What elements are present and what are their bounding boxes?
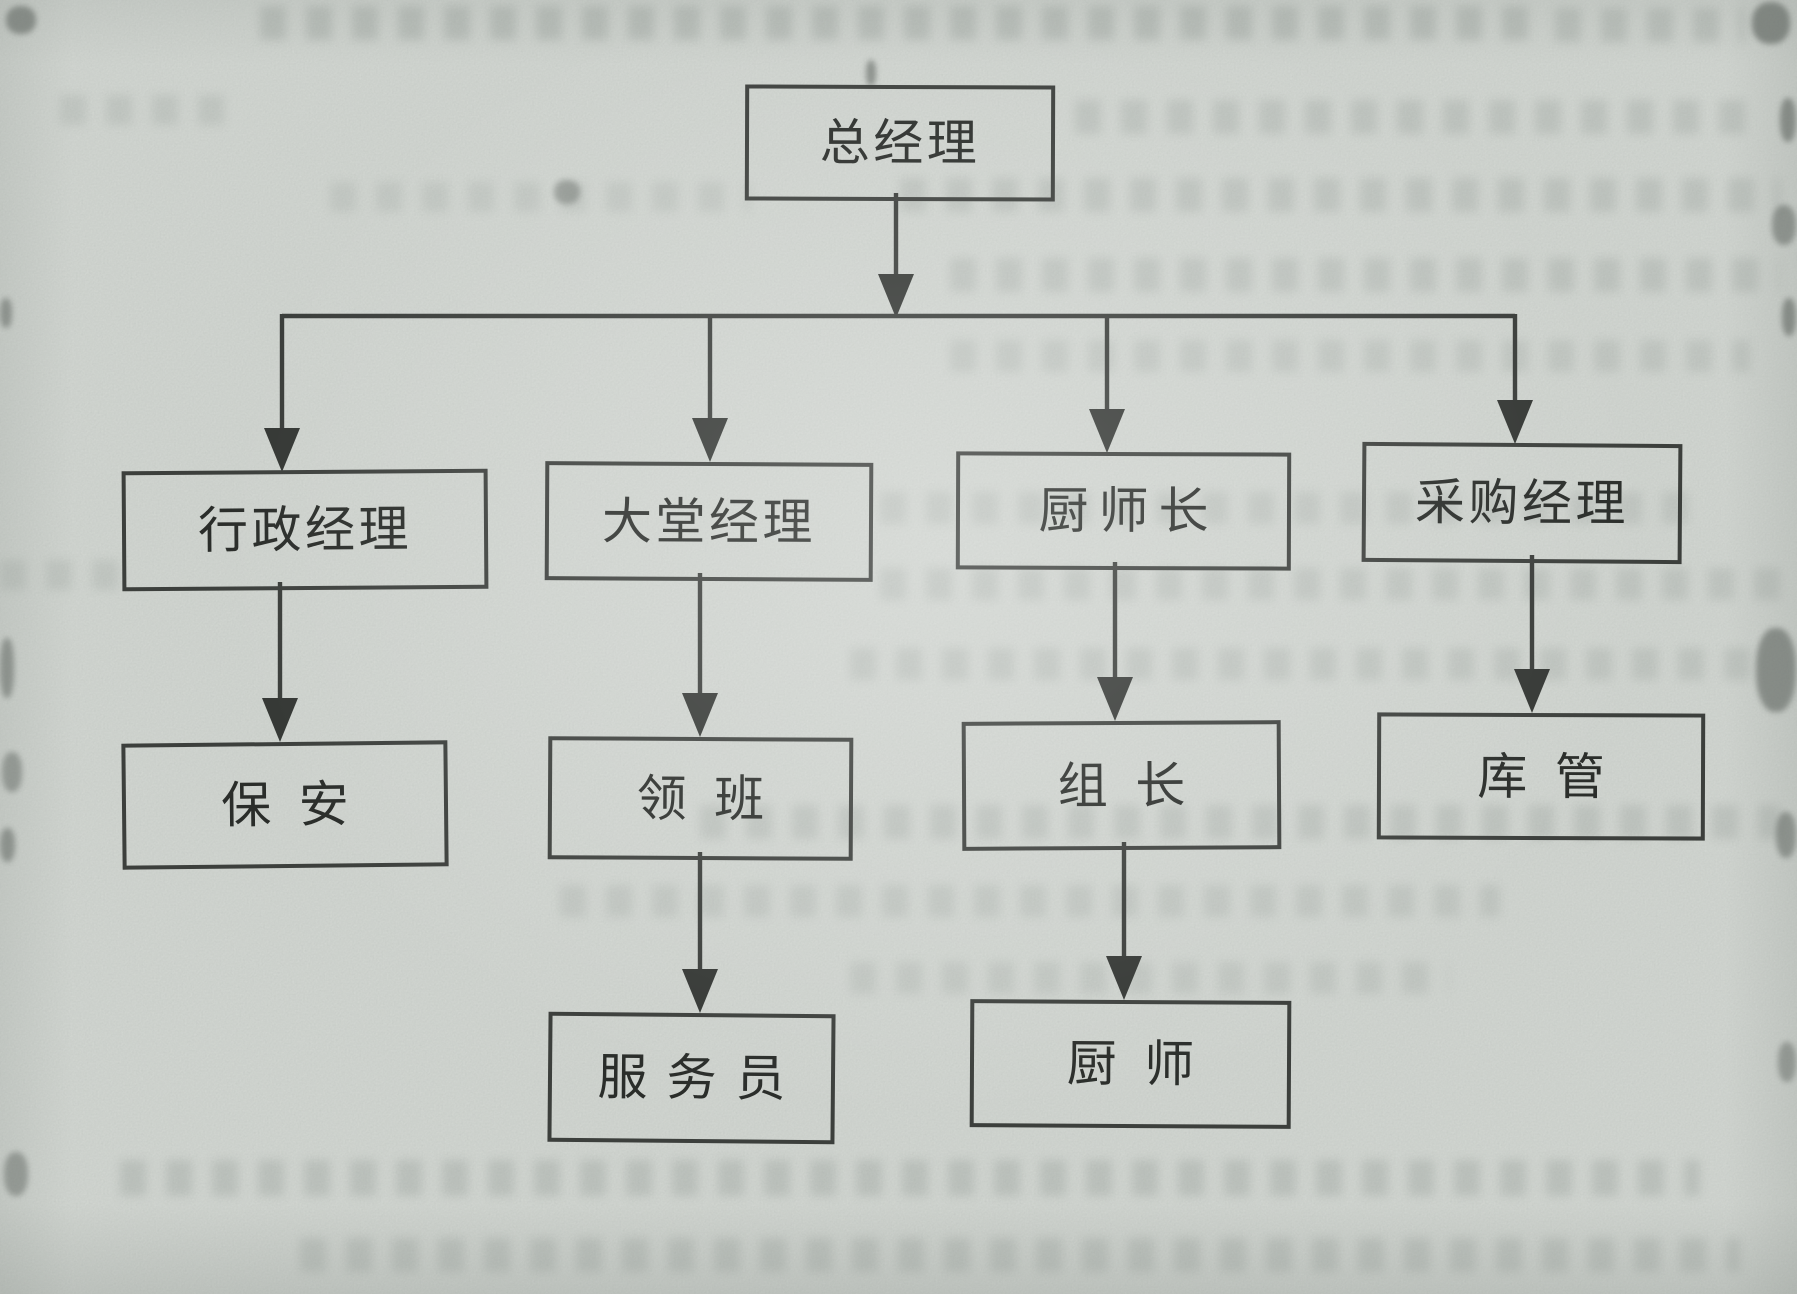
org-node-foreman: 领班 xyxy=(547,736,854,861)
org-node-admin-manager: 行政经理 xyxy=(121,468,489,592)
org-node-lobby-manager: 大堂经理 xyxy=(544,461,874,582)
org-node-general-manager: 总经理 xyxy=(744,84,1056,202)
org-node-waiter: 服务员 xyxy=(547,1011,836,1145)
org-node-group-leader: 组长 xyxy=(961,720,1282,851)
org-node-purchasing-manager: 采购经理 xyxy=(1361,441,1683,565)
org-node-warehouse-keeper: 库管 xyxy=(1376,712,1706,841)
org-node-security-guard: 保安 xyxy=(121,740,449,870)
org-node-head-chef: 厨师长 xyxy=(955,451,1292,571)
org-node-cook: 厨师 xyxy=(969,999,1292,1129)
